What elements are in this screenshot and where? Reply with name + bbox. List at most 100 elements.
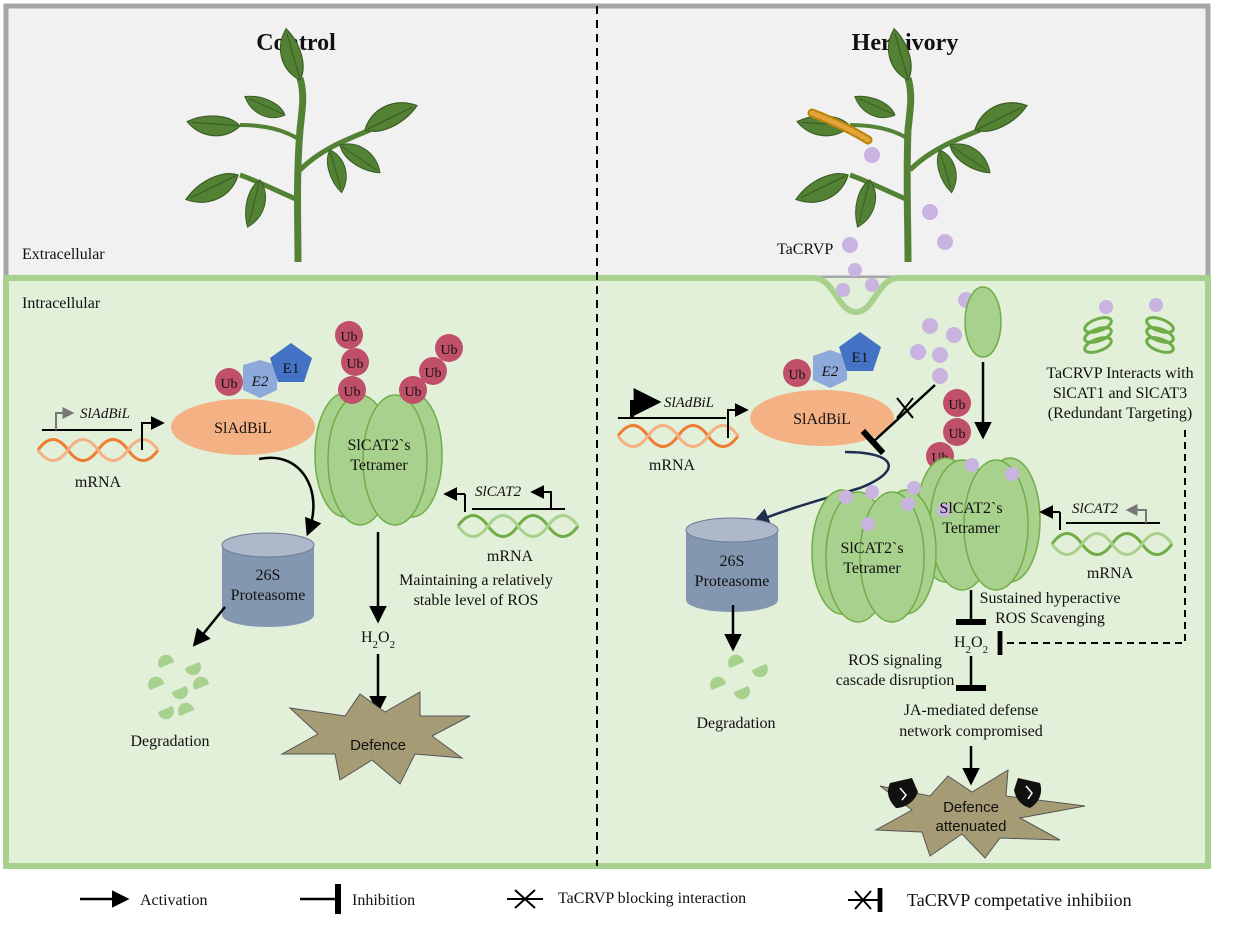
control-defence-label: Defence xyxy=(350,737,406,754)
ja-line1: JA-mediated defense xyxy=(904,702,1039,719)
control-gene-adbil-label: SlAdBiL xyxy=(80,406,130,422)
legend-competitive-label: TaCRVP competative inhibiion xyxy=(907,890,1132,910)
control-degradation-fragments-icon xyxy=(148,654,209,720)
tacrvp-blocking-line xyxy=(860,384,936,456)
control-proteasome xyxy=(221,532,315,627)
tacrvp-bound-particles xyxy=(839,458,1019,531)
control-h2o2-label: H2O2 xyxy=(361,629,395,651)
control-mrna-left: mRNA xyxy=(75,474,122,491)
control-ros-line1: Maintaining a relatively xyxy=(399,572,553,589)
legend: Activation Inhibition TaCRVP blocking in… xyxy=(80,884,1132,914)
herbivory-proteasome xyxy=(685,517,779,612)
svg-text:Ub: Ub xyxy=(788,368,805,383)
interacts-line1: TaCRVP Interacts with xyxy=(1046,365,1193,382)
control-ros-line2: stable level of ROS xyxy=(414,592,539,609)
control-tetramer-line1: SlCAT2`s xyxy=(347,437,410,454)
control-mrna-right: mRNA xyxy=(487,548,534,565)
control-ub-label: Ub xyxy=(343,385,360,400)
control-ub-label: Ub xyxy=(346,357,363,372)
herbivory-mrna-left: mRNA xyxy=(649,457,696,474)
herbivory-degradation-fragments-icon xyxy=(710,654,768,700)
herbivory-ub-label: Ub xyxy=(948,427,965,442)
control-to-proteasome-arrow xyxy=(258,456,322,537)
cell-membrane xyxy=(3,275,1211,869)
herbivory-gene-cat2-label: SlCAT2 xyxy=(1072,501,1119,517)
herbivory-e2-icon: E2 xyxy=(813,350,847,388)
legend-competitive-icon xyxy=(848,888,883,912)
control-ub-on-e2: Ub xyxy=(215,368,243,396)
herbivory-tetramer2-line2: Tetramer xyxy=(843,560,901,577)
redundant-targeting-dashed-line xyxy=(997,430,1186,655)
herbivory-tetramer2-line1: SlCAT2`s xyxy=(840,540,903,557)
herbivory-proteasome-line2: Proteasome xyxy=(695,573,770,590)
control-gene-cat2-label: SlCAT2 xyxy=(475,484,522,500)
legend-activation-label: Activation xyxy=(140,892,208,909)
herbivory-degradation-label: Degradation xyxy=(696,715,775,732)
interacts-line3: (Redundant Targeting) xyxy=(1048,405,1192,422)
herbivory-defence-star xyxy=(874,769,1086,859)
control-cat2-gene: SlCAT2 mRNA xyxy=(443,484,580,565)
sustained-line1: Sustained hyperactive xyxy=(980,590,1121,607)
herbivory-plant-icon xyxy=(791,26,1032,263)
herbivory-adbil-protein xyxy=(750,390,894,446)
legend-inhibition-label: Inhibition xyxy=(352,892,415,909)
svg-text:E1: E1 xyxy=(283,361,300,377)
control-ub-chain-1 xyxy=(335,321,369,404)
control-proteasome-line2: Proteasome xyxy=(231,587,306,604)
control-ub-label: Ub xyxy=(424,366,441,381)
legend-blocking-icon xyxy=(507,889,543,909)
ros-signaling-line1: ROS signaling xyxy=(848,652,942,669)
herbivory-h2o2-text: H2O2 xyxy=(954,634,988,656)
herbivory-ub-label: Ub xyxy=(948,398,965,413)
broken-shield-icon xyxy=(888,778,1042,808)
intracellular-label: Intracellular xyxy=(22,295,101,312)
herbivory-catalase-tetramer-back xyxy=(915,457,1041,591)
control-h2o2-text: H2O2 xyxy=(361,629,395,651)
herbivory-cat2-gene: SlCAT2 mRNA xyxy=(1039,501,1174,582)
herbivory-tetramer1-line2: Tetramer xyxy=(942,520,1000,537)
tacrvp-on-coil xyxy=(1149,298,1163,312)
tacrvp-particles-extracellular xyxy=(836,147,953,297)
control-ub-label: Ub xyxy=(440,343,457,358)
tacrvp-on-coil xyxy=(1099,300,1113,314)
legend-blocking-label: TaCRVP blocking interaction xyxy=(558,890,746,907)
control-ub-label: Ub xyxy=(404,385,421,400)
control-catalase-tetramer xyxy=(314,392,443,526)
control-tetramer-line2: Tetramer xyxy=(350,457,408,474)
slcat1-slcat3-coils-icon xyxy=(1083,316,1175,354)
control-proteasome-line1: 26S xyxy=(256,567,281,584)
herbivory-catalase-monomer xyxy=(964,286,1002,358)
sustained-line2: ROS Scavenging xyxy=(995,610,1105,627)
svg-text:Ub: Ub xyxy=(220,377,237,392)
control-adbil-protein-label: SlAdBiL xyxy=(214,420,272,437)
herbivory-proteasome-line1: 26S xyxy=(720,553,745,570)
herbivory-e1-icon: E1 xyxy=(839,332,881,371)
control-e1-icon: E1 xyxy=(270,343,312,382)
control-e2-icon: E2 xyxy=(243,360,277,398)
ros-signaling-line2: cascade disruption xyxy=(836,672,955,689)
control-adbil-protein xyxy=(171,399,315,455)
control-plant-icon xyxy=(181,26,422,263)
control-proteasome-to-degradation-arrow xyxy=(192,606,226,647)
svg-text:E2: E2 xyxy=(251,374,269,390)
interacts-line2: SlCAT1 and SlCAT3 xyxy=(1053,385,1187,402)
herbivory-gene-adbil-label: SlAdBiL xyxy=(664,395,714,411)
herbivory-defence-line1: Defence xyxy=(943,799,999,816)
extracellular-label: Extracellular xyxy=(22,246,105,263)
herbivory-defence-line2: attenuated xyxy=(936,818,1007,835)
herbivory-tetramer1-line1: SlCAT2`s xyxy=(939,500,1002,517)
control-ub-label: Ub xyxy=(340,330,357,345)
control-defence-star xyxy=(280,691,471,785)
control-ub-chain-2 xyxy=(399,334,463,404)
extracellular-region xyxy=(3,3,1211,281)
herbivory-mrna-right: mRNA xyxy=(1087,565,1134,582)
svg-text:E2: E2 xyxy=(821,364,839,380)
control-adbil-gene: SlAdBiL mRNA xyxy=(36,406,165,491)
ja-line2: network compromised xyxy=(899,723,1043,740)
svg-text:E1: E1 xyxy=(852,350,869,366)
caterpillar-icon xyxy=(807,108,873,145)
control-degradation-label: Degradation xyxy=(130,733,209,750)
blocking-x-icon xyxy=(896,397,914,419)
herbivory-adbil-gene: SlAdBiL mRNA xyxy=(616,388,749,474)
